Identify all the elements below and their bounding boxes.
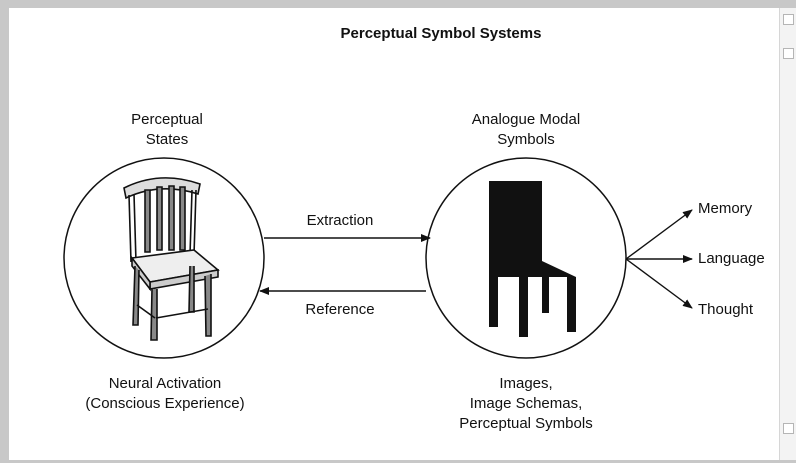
thought-arrow xyxy=(626,259,692,308)
neural-activation-label-line1: Neural Activation xyxy=(109,375,222,392)
schematic-chair-icon xyxy=(489,181,576,337)
analogue-modal-symbols-label-line1: Analogue Modal xyxy=(472,111,580,128)
neural-activation-label-line2: (Conscious Experience) xyxy=(85,395,244,412)
diagram-title: Perceptual Symbol Systems xyxy=(341,25,542,42)
perceptual-states-label-line2: States xyxy=(146,131,189,148)
output-language-label: Language xyxy=(698,250,765,267)
reference-label: Reference xyxy=(305,301,374,318)
realistic-chair-icon xyxy=(124,178,218,340)
output-memory-label: Memory xyxy=(698,200,753,217)
extraction-label: Extraction xyxy=(307,212,374,229)
memory-arrow xyxy=(626,210,692,259)
output-thought-label: Thought xyxy=(698,301,754,318)
analogue-modal-symbols-label-line2: Symbols xyxy=(497,131,555,148)
images-label-line1: Images, xyxy=(499,375,552,392)
images-label-line2: Image Schemas, xyxy=(470,395,583,412)
perceptual-states-label-line1: Perceptual xyxy=(131,111,203,128)
images-label-line3: Perceptual Symbols xyxy=(459,415,592,432)
